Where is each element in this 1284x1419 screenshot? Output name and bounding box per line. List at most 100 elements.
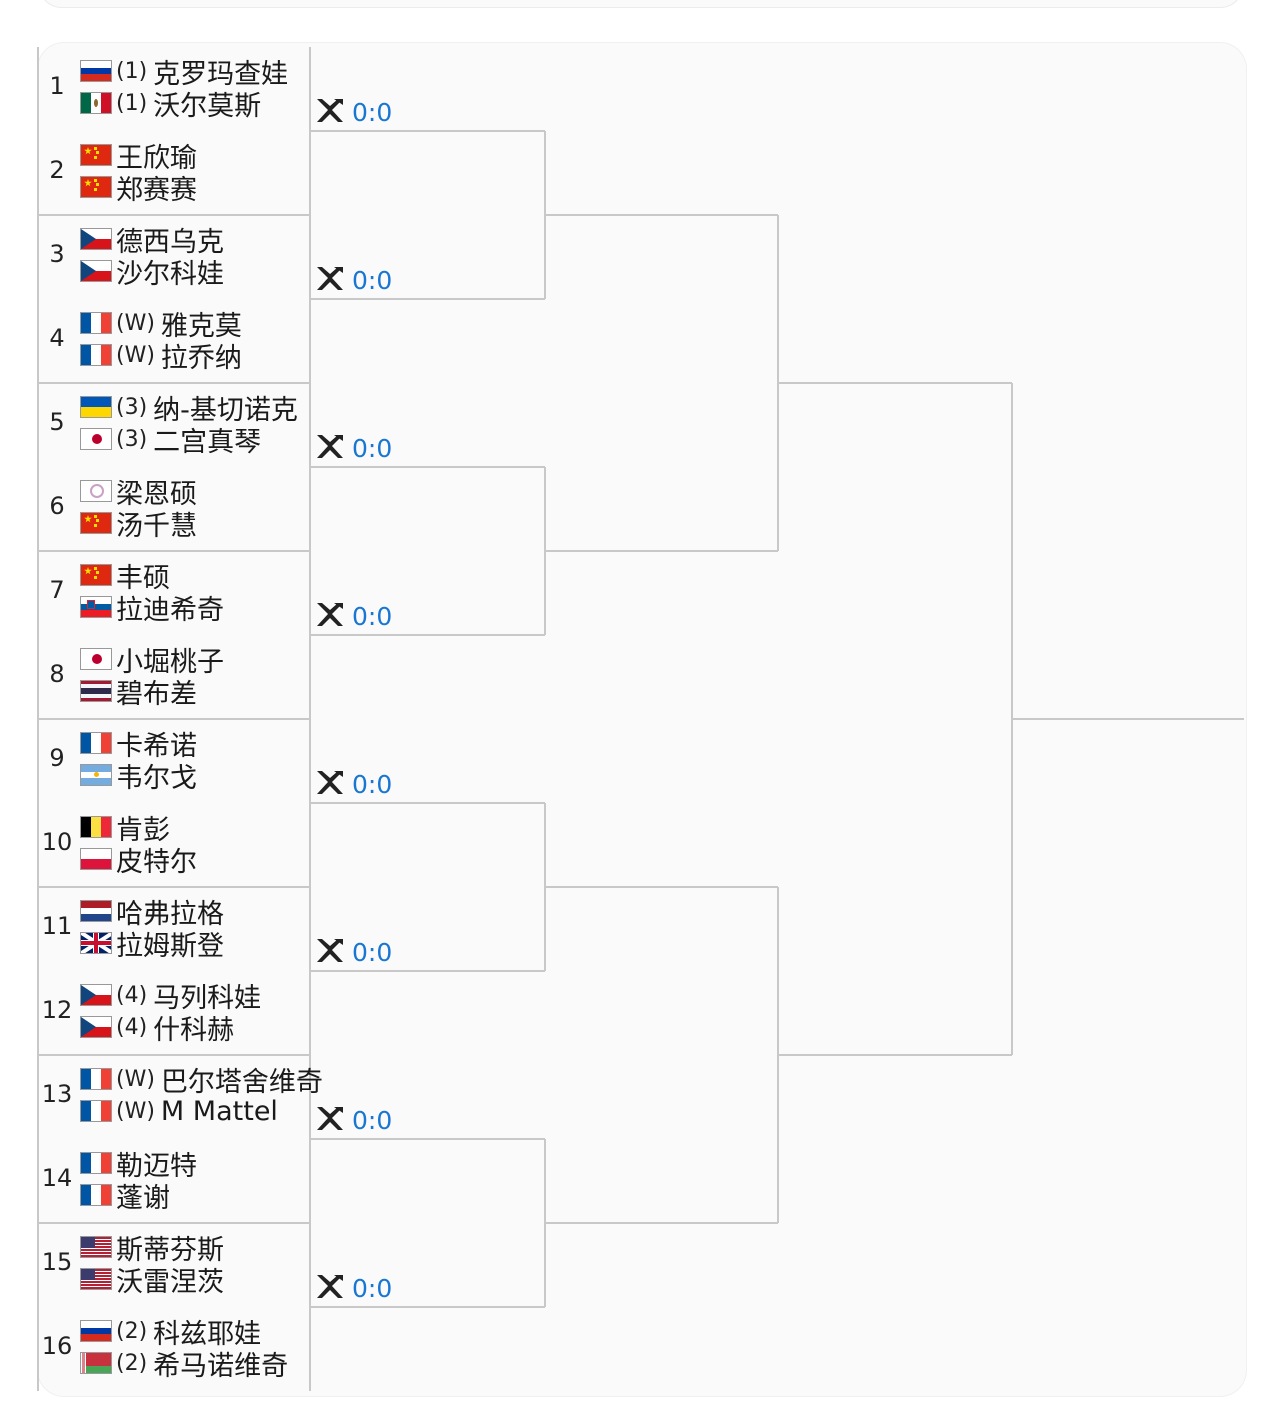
flag-czech-icon <box>80 260 112 282</box>
match-score[interactable]: 0:0 <box>314 769 392 799</box>
flag-czech-icon <box>80 228 112 250</box>
player-entry[interactable]: (1)克罗玛查娃 <box>80 56 288 90</box>
player-name: 肯彭 <box>116 814 170 846</box>
flag-czech-icon <box>80 984 112 1006</box>
flag-france-icon <box>80 1152 112 1174</box>
slot-number: 13 <box>41 1080 73 1108</box>
slot-number: 11 <box>41 912 73 940</box>
slot-number: 1 <box>49 72 65 100</box>
score-text: 0:0 <box>352 937 393 967</box>
flag-czech-icon <box>80 1016 112 1038</box>
player-entry[interactable]: 小堀桃子 <box>80 644 224 678</box>
player-entry[interactable]: (W)巴尔塔舍维奇 <box>80 1064 323 1098</box>
crossed-rackets-icon <box>314 1103 346 1137</box>
crossed-rackets-icon <box>314 935 346 969</box>
player-entry[interactable]: 沙尔科娃 <box>80 256 224 290</box>
player-name: 科兹耶娃 <box>153 1318 262 1350</box>
score-text: 0:0 <box>352 1273 393 1303</box>
match-score[interactable]: 0:0 <box>314 1105 392 1135</box>
flag-france-icon <box>80 344 112 366</box>
match-score[interactable]: 0:0 <box>314 97 392 127</box>
player-entry[interactable]: 王欣瑜 <box>80 140 197 174</box>
flag-japan-icon <box>80 648 112 670</box>
player-entry[interactable]: (W)M Mattel <box>80 1096 278 1127</box>
player-seed: (W) <box>116 1066 155 1092</box>
flag-france-icon <box>80 732 112 754</box>
flag-china-icon <box>80 512 112 534</box>
player-entry[interactable]: (3)二宫真琴 <box>80 424 261 458</box>
match-score[interactable]: 0:0 <box>314 433 392 463</box>
flag-china-icon <box>80 144 112 166</box>
player-name: 巴尔塔舍维奇 <box>160 1066 323 1098</box>
player-entry[interactable]: 德西乌克 <box>80 224 224 258</box>
slot-number: 7 <box>49 576 65 604</box>
flag-france-icon <box>80 1068 112 1090</box>
match-score[interactable]: 0:0 <box>314 265 392 295</box>
slot-number: 15 <box>41 1248 73 1276</box>
flag-netherlands-icon <box>80 900 112 922</box>
player-name: 哈弗拉格 <box>116 898 224 930</box>
player-entry[interactable]: (W)拉乔纳 <box>80 340 242 374</box>
player-entry[interactable]: 郑赛赛 <box>80 172 197 206</box>
flag-ukraine-icon <box>80 396 112 418</box>
slot-number: 12 <box>41 996 73 1024</box>
player-seed: (3) <box>116 426 148 452</box>
player-name: 沙尔科娃 <box>116 258 224 290</box>
match-score[interactable]: 0:0 <box>314 937 392 967</box>
player-entry[interactable]: 斯蒂芬斯 <box>80 1232 224 1266</box>
player-entry[interactable]: (1)沃尔莫斯 <box>80 88 261 122</box>
player-entry[interactable]: 沃雷涅茨 <box>80 1264 224 1298</box>
player-entry[interactable]: 拉迪希奇 <box>80 592 224 626</box>
player-entry[interactable]: (4)什科赫 <box>80 1012 234 1046</box>
player-entry[interactable]: 拉姆斯登 <box>80 928 224 962</box>
player-seed: (2) <box>116 1350 148 1376</box>
player-name: 纳-基切诺克 <box>153 394 298 426</box>
player-entry[interactable]: 卡希诺 <box>80 728 197 762</box>
player-name: 小堀桃子 <box>116 646 224 678</box>
match-score[interactable]: 0:0 <box>314 601 392 631</box>
player-name: 拉乔纳 <box>160 342 242 374</box>
slot-number: 2 <box>49 156 65 184</box>
slot-number: 4 <box>49 324 65 352</box>
flag-russia-icon <box>80 60 112 82</box>
crossed-rackets-icon <box>314 767 346 801</box>
player-entry[interactable]: 梁恩硕 <box>80 476 197 510</box>
player-entry[interactable]: 碧布差 <box>80 676 197 710</box>
flag-belarus-icon <box>80 1352 112 1374</box>
player-name: 皮特尔 <box>116 846 197 878</box>
crossed-rackets-icon <box>314 431 346 465</box>
player-name: 德西乌克 <box>116 226 224 258</box>
player-name: 沃雷涅茨 <box>116 1266 224 1298</box>
player-name: 蓬谢 <box>116 1182 170 1214</box>
player-entry[interactable]: 皮特尔 <box>80 844 197 878</box>
player-entry[interactable]: 哈弗拉格 <box>80 896 224 930</box>
player-entry[interactable]: (2)科兹耶娃 <box>80 1316 261 1350</box>
score-text: 0:0 <box>352 769 393 799</box>
player-name: 什科赫 <box>153 1014 235 1046</box>
player-name: 二宫真琴 <box>153 426 262 458</box>
player-name: 马列科娃 <box>153 982 262 1014</box>
player-name: 梁恩硕 <box>116 478 197 510</box>
player-name: 沃尔莫斯 <box>153 90 262 122</box>
player-name: 碧布差 <box>116 678 197 710</box>
player-entry[interactable]: 韦尔戈 <box>80 760 197 794</box>
player-name: 汤千慧 <box>116 510 197 542</box>
slot-number: 8 <box>49 660 65 688</box>
player-entry[interactable]: 丰硕 <box>80 560 170 594</box>
slot-number: 14 <box>41 1164 73 1192</box>
player-entry[interactable]: (4)马列科娃 <box>80 980 261 1014</box>
slot-number: 6 <box>49 492 65 520</box>
player-entry[interactable]: 蓬谢 <box>80 1180 170 1214</box>
player-entry[interactable]: 勒迈特 <box>80 1148 197 1182</box>
match-score[interactable]: 0:0 <box>314 1273 392 1303</box>
player-entry[interactable]: 汤千慧 <box>80 508 197 542</box>
player-entry[interactable]: (W)雅克莫 <box>80 308 242 342</box>
player-seed: (W) <box>116 310 155 336</box>
player-seed: (1) <box>116 58 148 84</box>
player-entry[interactable]: (3)纳-基切诺克 <box>80 392 298 426</box>
player-entry[interactable]: (2)希马诺维奇 <box>80 1348 288 1382</box>
player-seed: (2) <box>116 1318 148 1344</box>
player-seed: (4) <box>116 982 148 1008</box>
flag-belgium-icon <box>80 816 112 838</box>
player-entry[interactable]: 肯彭 <box>80 812 170 846</box>
